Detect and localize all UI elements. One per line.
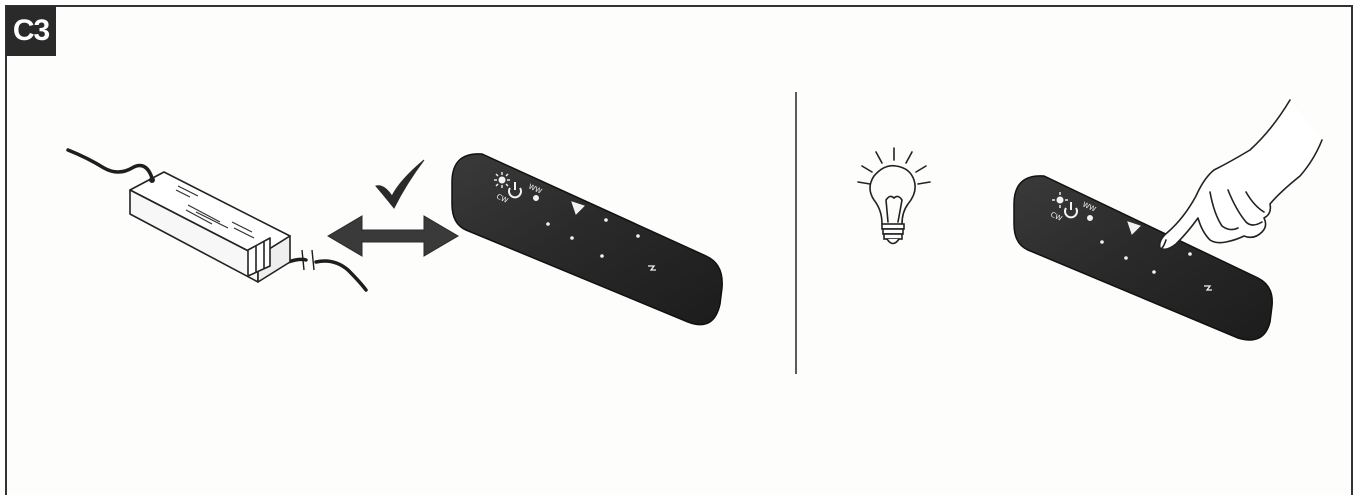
pointing-hand-icon <box>1158 99 1323 251</box>
touch-remote-icon: CW WW <box>1013 175 1273 341</box>
step-label: C3 <box>12 14 50 47</box>
step-badge: C3 <box>6 6 56 56</box>
touch-remote-icon: CW WW <box>451 153 723 326</box>
bidirectional-arrow-icon <box>327 215 459 257</box>
light-bulb-icon <box>857 147 931 245</box>
checkmark-icon <box>375 159 425 209</box>
driver-box-icon <box>129 171 291 283</box>
